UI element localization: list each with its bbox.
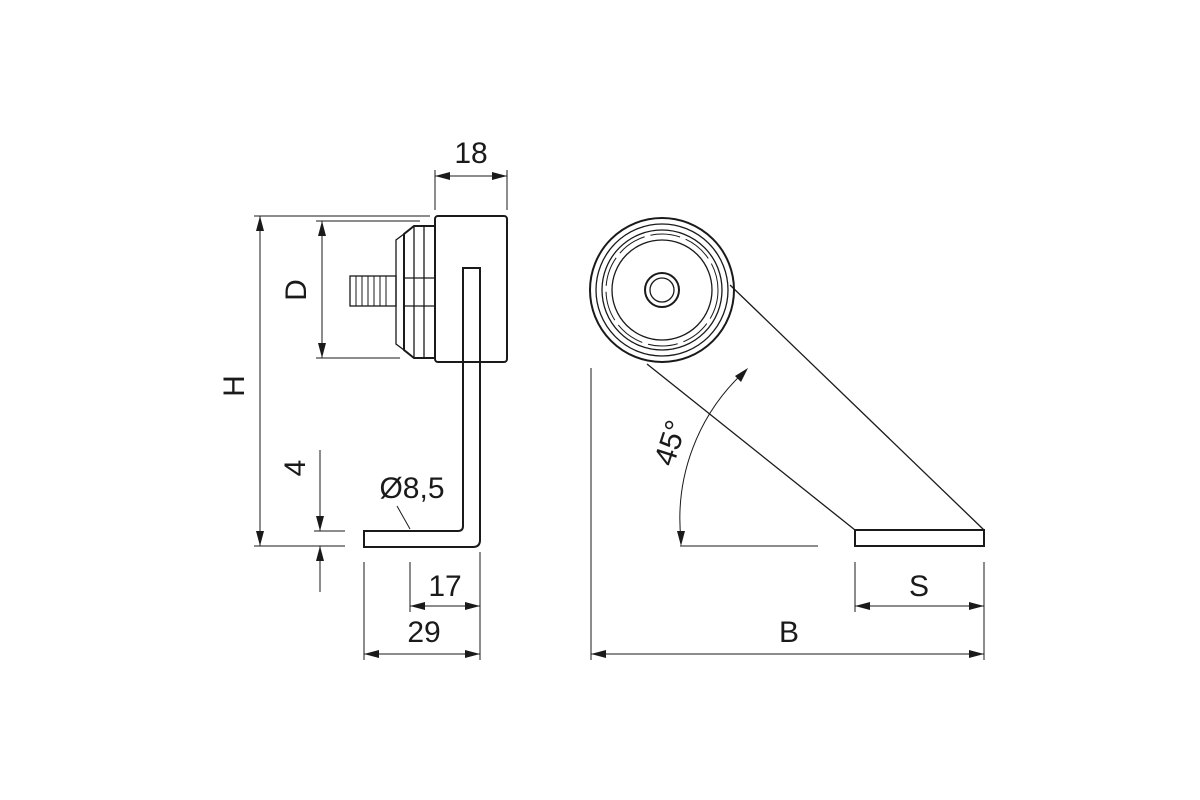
dim-b [590, 368, 984, 660]
dim-h-label: H [218, 375, 251, 397]
dim-angle [677, 368, 818, 547]
dim-h [254, 215, 430, 547]
dim-18-label: 18 [454, 137, 487, 170]
dim-17 [409, 552, 481, 660]
dim-s [854, 562, 985, 660]
clamp-disc [395, 225, 435, 359]
arm-upper-edge [729, 284, 985, 531]
dim-4-label: 4 [279, 460, 312, 477]
hole-leader [396, 505, 411, 530]
dim-d [316, 220, 420, 359]
dim-18 [434, 170, 508, 210]
l-plate [363, 267, 481, 548]
dim-29 [363, 562, 480, 660]
clamp-body [434, 215, 508, 363]
dim-17-label: 17 [428, 570, 461, 603]
dim-4 [314, 450, 345, 592]
dim-b-label: B [779, 616, 799, 649]
dim-angle-label: 45° [648, 416, 693, 469]
side-view: 18 H D 4 Ø8,5 [218, 137, 508, 660]
arm-lower-edge [646, 363, 856, 531]
front-view: 45° S B [589, 217, 985, 660]
foot-plate [854, 529, 985, 547]
dim-29-label: 29 [407, 616, 440, 649]
dim-s-label: S [909, 570, 929, 603]
center-hole [644, 272, 680, 308]
dim-d-label: D [280, 279, 313, 301]
clamp-front [589, 217, 735, 363]
dim-hole-label: Ø8,5 [379, 472, 444, 505]
threaded-bolt [349, 275, 397, 307]
